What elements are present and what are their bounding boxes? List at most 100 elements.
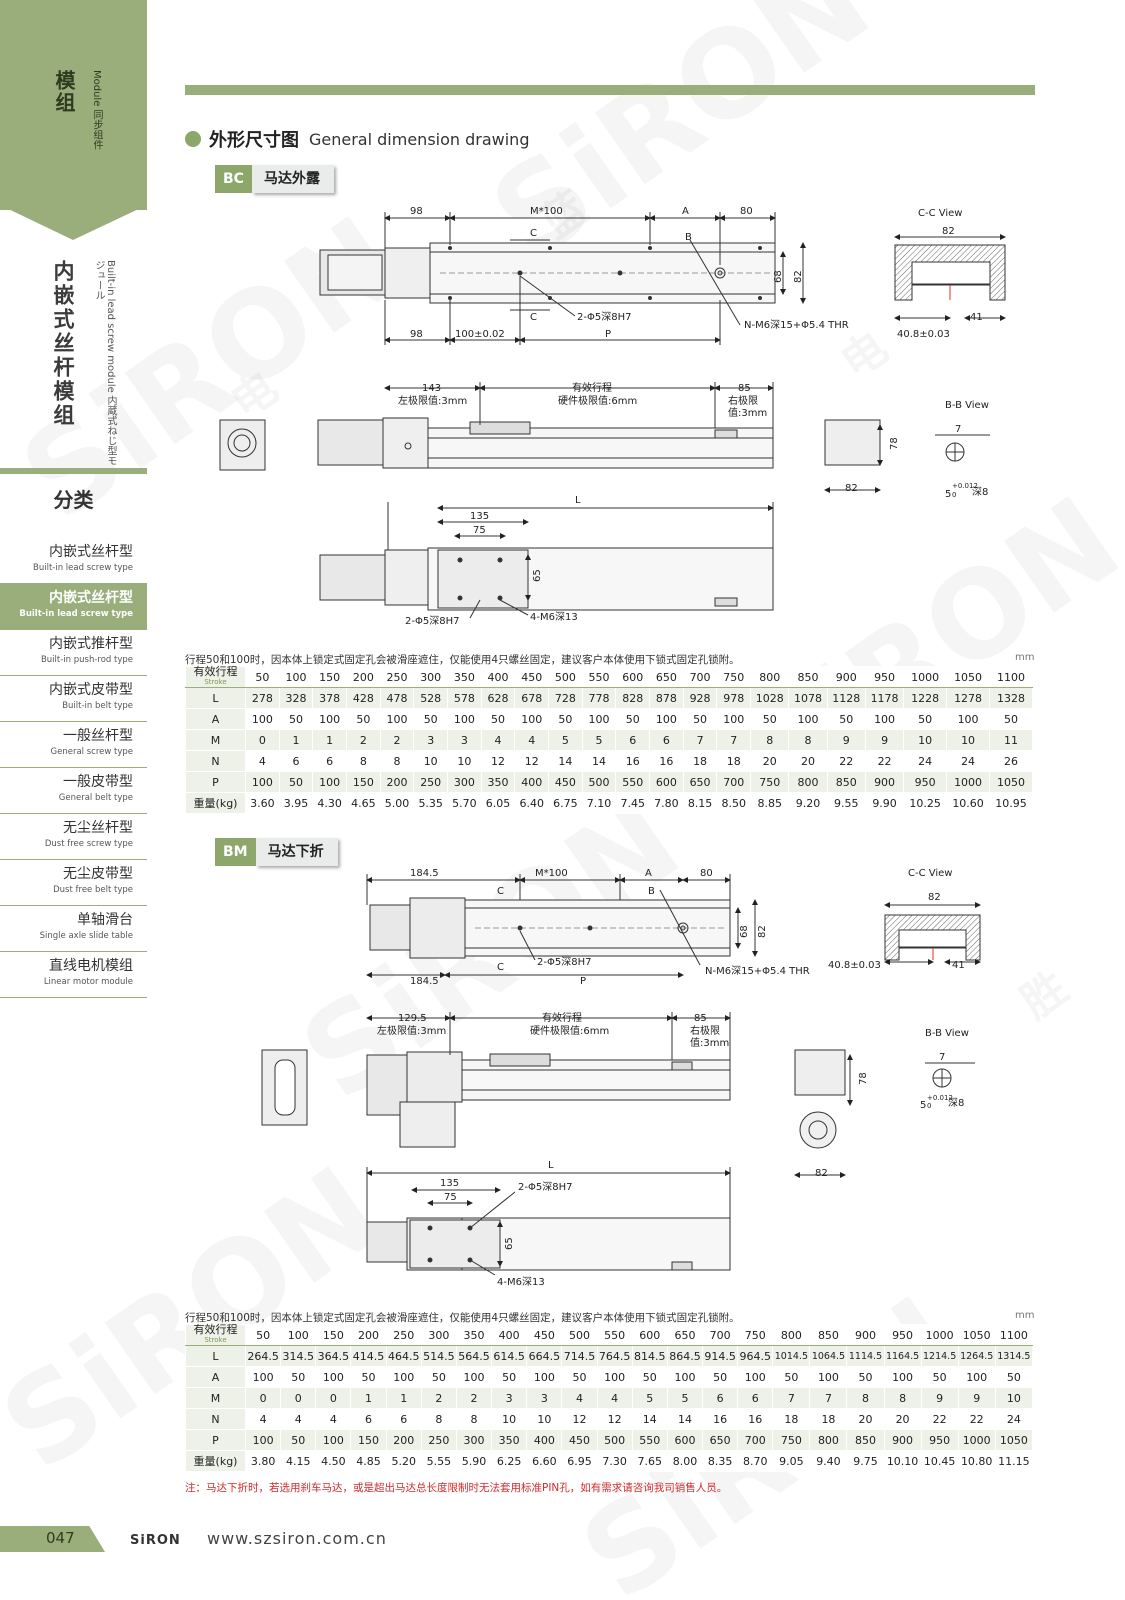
- table-cell: 50: [548, 708, 583, 730]
- table-cell: 10.80: [957, 1450, 996, 1472]
- table-cell: 12: [480, 750, 516, 772]
- stroke-cell: 500: [561, 1324, 598, 1346]
- dim-text: 82: [942, 226, 955, 237]
- table-cell: 5.90: [455, 1450, 493, 1472]
- table-cell: 814.5: [631, 1345, 668, 1367]
- dim-text: 值:3mm: [728, 406, 767, 419]
- table-cell: 8.00: [666, 1450, 704, 1472]
- category-label: 一般丝杆型: [63, 728, 133, 744]
- table-cell: 514.5: [420, 1345, 457, 1367]
- table-cell: 100: [809, 1366, 848, 1388]
- dim-text: 2-Φ5深8H7: [405, 615, 459, 627]
- table-cell: 828: [615, 687, 651, 709]
- table-cell: 700: [737, 1429, 774, 1451]
- table-cell: 100: [716, 708, 752, 730]
- table-cell: 750: [750, 771, 790, 793]
- table-cell: 0: [280, 1387, 317, 1409]
- table-cell: 3: [413, 729, 449, 751]
- stroke-cell: 50: [244, 1324, 282, 1346]
- stroke-cell: 300: [420, 1324, 457, 1346]
- dim-text: C-C View: [908, 868, 952, 879]
- table-cell: 20: [788, 750, 828, 772]
- table-cell: 900: [883, 1429, 922, 1451]
- section-title: 外形尺寸图 General dimension drawing: [185, 126, 529, 152]
- table-cell: 50: [682, 708, 718, 730]
- bm-label: 马达下折: [255, 838, 338, 866]
- category-item-active[interactable]: 内嵌式丝杆型 Built-in lead screw type: [0, 584, 147, 630]
- stroke-cell: 350: [455, 1324, 493, 1346]
- category-sublabel: Built-in lead screw type: [19, 609, 133, 619]
- category-sublabel: Built-in belt type: [62, 701, 133, 711]
- category-label: 内嵌式丝杆型: [49, 590, 133, 606]
- dim-text: B: [685, 232, 692, 243]
- table-cell: 8: [883, 1387, 922, 1409]
- dim-text: 右极限: [690, 1024, 720, 1037]
- table-cell: 9: [920, 1387, 959, 1409]
- table-cell: 20: [846, 1408, 885, 1430]
- table-cell: 950: [903, 771, 948, 793]
- stroke-cell: 1050: [946, 666, 991, 688]
- table-cell: 100: [244, 1429, 282, 1451]
- table-cell: 1: [278, 729, 314, 751]
- table-cell: 328: [278, 687, 314, 709]
- table-cell: 4.85: [350, 1450, 387, 1472]
- stroke-header-cn: 有效行程: [193, 1323, 238, 1336]
- table-cell: 50: [280, 1429, 317, 1451]
- dim-text: +0.012: [927, 1094, 953, 1102]
- table-cell: 878: [649, 687, 684, 709]
- table-cell: 14: [666, 1408, 704, 1430]
- table-cell: 8: [846, 1387, 885, 1409]
- table-cell: 5.20: [385, 1450, 422, 1472]
- table-cell: 1014.5: [772, 1345, 811, 1367]
- page-number: 047: [46, 1529, 75, 1547]
- table-cell: 7.45: [615, 792, 651, 814]
- table-cell: 100: [245, 708, 280, 730]
- dim-text: 深8: [972, 486, 988, 498]
- table-cell: 800: [788, 771, 828, 793]
- table-cell: 10: [903, 729, 948, 751]
- footer-url[interactable]: www.szsiron.com.cn: [207, 1529, 387, 1548]
- table-cell: 3.60: [245, 792, 280, 814]
- table-cell: 4.50: [315, 1450, 352, 1472]
- dim-text: 40.8±0.03: [828, 960, 881, 971]
- dim-text: 82: [793, 270, 804, 283]
- dim-text: 129.5: [398, 1013, 427, 1024]
- dim-text: C: [497, 962, 504, 973]
- row-label: N: [185, 1408, 246, 1430]
- table-cell: 278: [245, 687, 280, 709]
- table-cell: 6.95: [561, 1450, 598, 1472]
- bc-label: 马达外露: [251, 165, 334, 193]
- row-label: M: [185, 1387, 246, 1409]
- table-cell: 1264.5: [957, 1345, 996, 1367]
- table-cell: 50: [350, 1366, 387, 1388]
- category-label: 内嵌式丝杆型: [49, 544, 133, 560]
- stroke-cell: 500: [548, 666, 583, 688]
- table-cell: 964.5: [737, 1345, 774, 1367]
- bc-cc-view: [894, 234, 1006, 321]
- table-cell: 10.10: [883, 1450, 922, 1472]
- category-sublabel: Linear motor module: [43, 977, 133, 987]
- table-cell: 8.35: [702, 1450, 739, 1472]
- stroke-header-en: Stroke: [204, 678, 227, 686]
- table-cell: 18: [772, 1408, 811, 1430]
- stroke-cell: 600: [631, 1324, 668, 1346]
- table-cell: 628: [480, 687, 516, 709]
- table-cell: 8: [420, 1408, 457, 1430]
- table-cell: 18: [809, 1408, 848, 1430]
- table-cell: 664.5: [526, 1345, 563, 1367]
